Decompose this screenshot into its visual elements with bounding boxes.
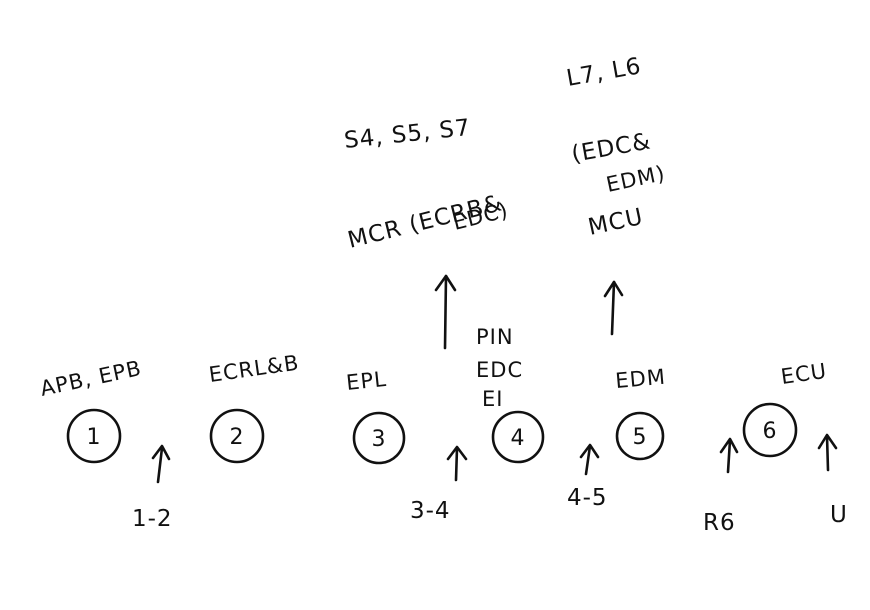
compartment-2-circle: 2 — [209, 408, 265, 464]
compartment-6-circle: 6 — [742, 402, 798, 458]
bottom-label-4-5: 4-5 — [567, 485, 608, 511]
compartment-4-circle: 4 — [491, 410, 545, 464]
arrow-up-1-2 — [151, 444, 171, 484]
compartment-5-label: EDM — [614, 365, 666, 393]
arrow-up-right — [603, 280, 624, 336]
arrow-up-3-4 — [446, 445, 468, 482]
arrow-up-r6 — [719, 437, 739, 474]
compartment-4-label-line1: PIN — [476, 325, 514, 349]
arrow-up-left — [434, 274, 457, 350]
bottom-label-u: U — [830, 502, 848, 528]
compartment-5-circle: 5 — [615, 411, 665, 461]
compartment-3-label: EPL — [345, 367, 388, 395]
arrow-up-u — [817, 433, 838, 472]
upper-right-line1-text: (EDC& — [570, 128, 654, 168]
compartment-4-label-line2: EDC — [476, 358, 523, 382]
compartment-4-label-line3: EI — [482, 387, 503, 411]
compartment-3-number: 3 — [372, 427, 387, 452]
compartment-2-label: ECRL&B — [207, 351, 300, 387]
arrow-up-4-5 — [579, 443, 600, 476]
compartment-1-label: APB, EPB — [38, 356, 144, 401]
upper-right-line2-text: EDM) — [604, 161, 667, 197]
compartment-5-number: 5 — [633, 425, 648, 450]
bottom-label-r6: R6 — [703, 510, 736, 536]
compartment-2-number: 2 — [230, 425, 245, 450]
compartment-1-circle: 1 — [66, 408, 122, 464]
bottom-label-3-4: 3-4 — [410, 498, 451, 524]
compartment-4-number: 4 — [511, 426, 526, 451]
compartment-3-circle: 3 — [352, 411, 406, 465]
compartment-6-number: 6 — [763, 419, 778, 444]
compartment-6-label: ECU — [779, 359, 828, 389]
upper-right-line3-text: MCU — [586, 204, 646, 241]
compartment-1-number: 1 — [87, 425, 102, 450]
upper-right-top-text: L7, L6 — [565, 53, 644, 92]
upper-left-top-text: S4, S5, S7 — [343, 115, 472, 154]
bottom-label-1-2: 1-2 — [132, 506, 173, 532]
